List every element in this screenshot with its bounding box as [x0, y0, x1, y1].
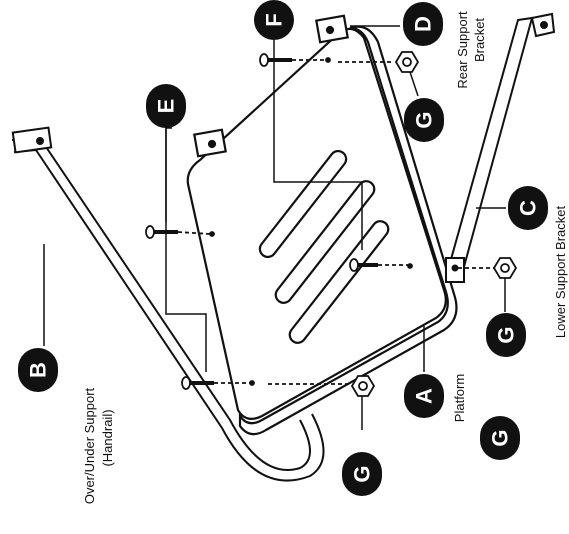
- handrail-part: [11, 126, 325, 482]
- svg-text:E: E: [154, 99, 179, 114]
- badge-G-bottom: G: [480, 416, 520, 460]
- svg-text:G: G: [412, 111, 437, 128]
- nut-hardware: [350, 51, 518, 397]
- screw-hardware: [145, 53, 494, 390]
- badge-C: C: [508, 186, 548, 230]
- svg-text:G: G: [494, 326, 519, 343]
- platform-part: [186, 14, 458, 436]
- badge-G-upper: G: [404, 98, 444, 142]
- svg-text:D: D: [411, 16, 436, 32]
- svg-text:A: A: [412, 388, 437, 404]
- badge-G-lower: G: [342, 452, 382, 496]
- svg-text:G: G: [488, 429, 513, 446]
- svg-text:G: G: [350, 465, 375, 482]
- badge-A: A: [404, 374, 444, 418]
- svg-text:B: B: [26, 362, 51, 378]
- rear-bracket-label: Rear Support: [455, 11, 470, 89]
- svg-text:C: C: [516, 200, 541, 216]
- leader-lines: [43, 25, 506, 430]
- badge-F: F: [254, 0, 294, 40]
- badge-E: E: [146, 84, 186, 128]
- rear-bracket-label-2: Bracket: [472, 18, 487, 62]
- platform-label: Platform: [452, 374, 467, 422]
- handrail-label: Over/Under Support: [82, 387, 97, 504]
- badge-D: D: [403, 2, 443, 46]
- badge-G-right: G: [486, 313, 526, 357]
- svg-text:F: F: [262, 13, 287, 26]
- badge-B: B: [18, 348, 58, 392]
- lower-bracket-label: Lower Support Bracket: [553, 205, 568, 338]
- handrail-note: (Handrail): [100, 409, 115, 466]
- lower-bracket-part: [445, 12, 556, 283]
